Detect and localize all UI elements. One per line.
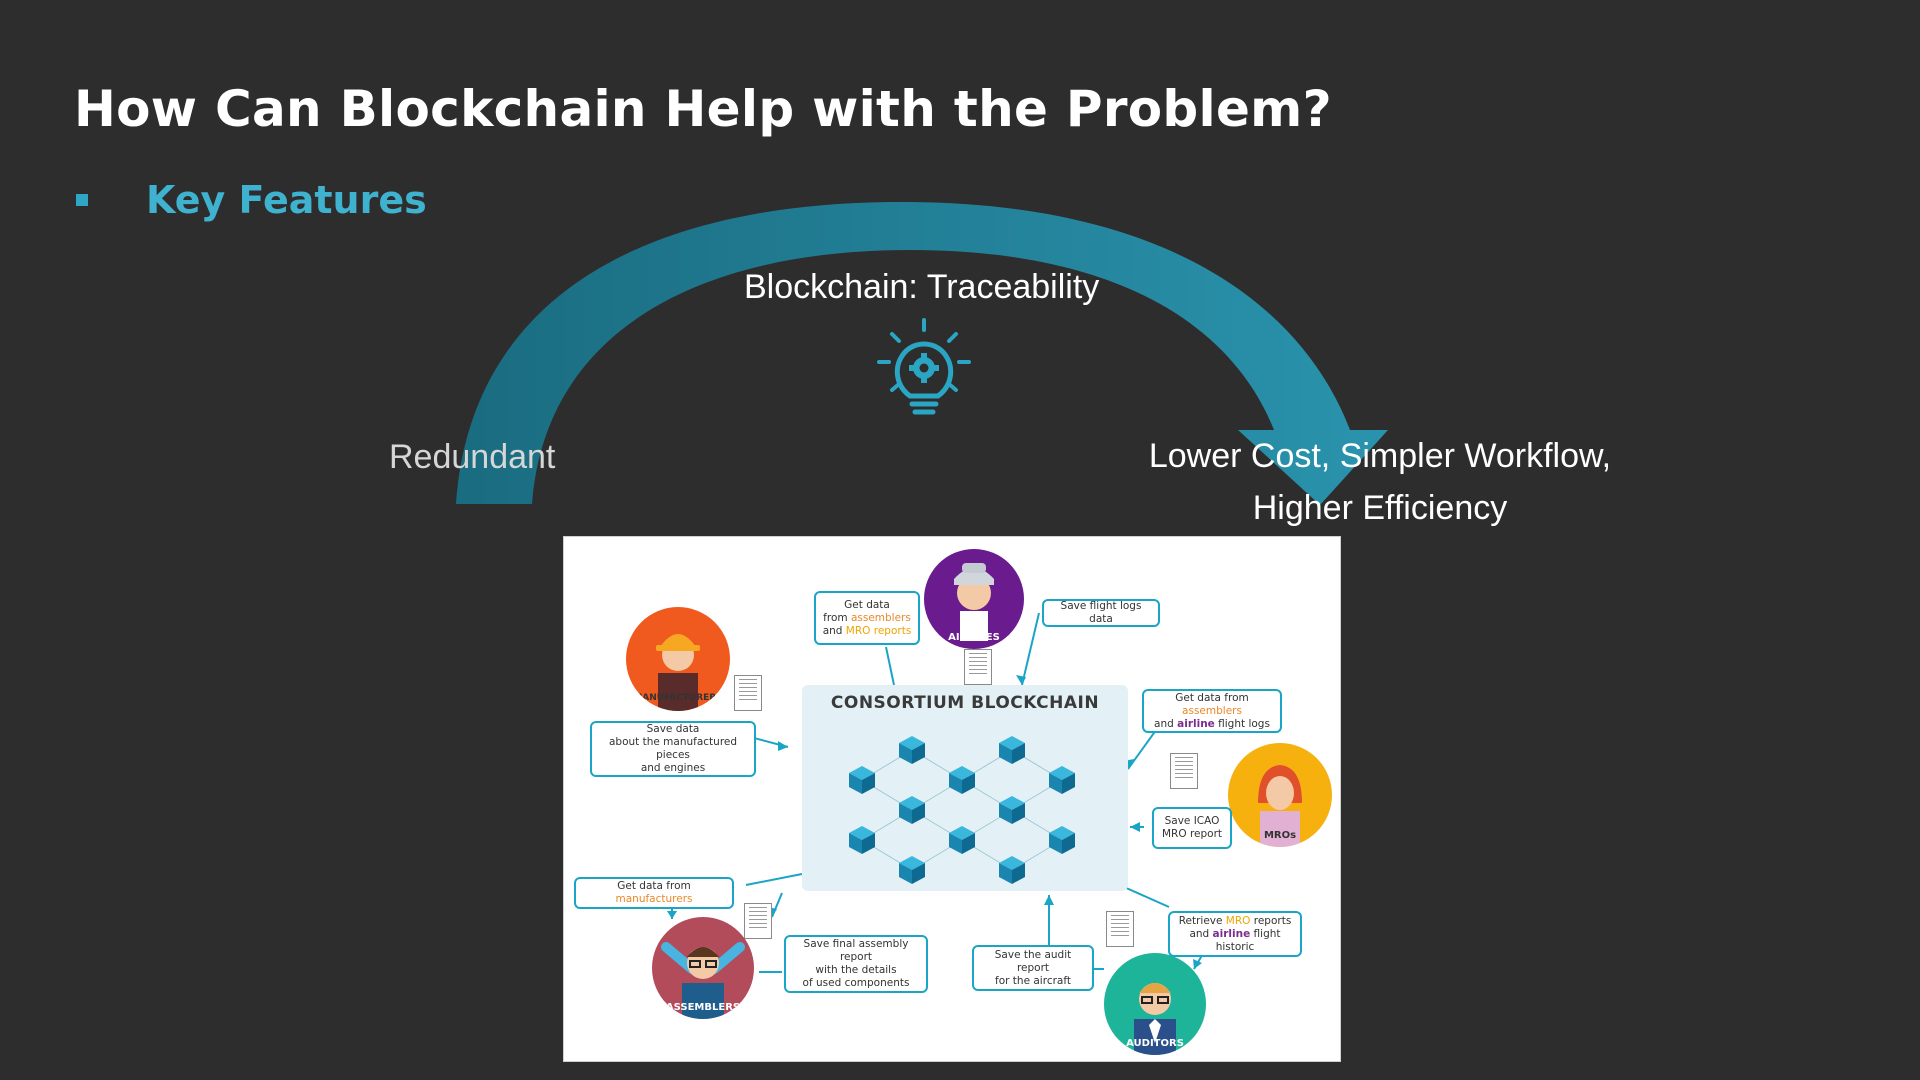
box-line: from assemblers	[823, 612, 911, 625]
box-line: Save the audit report	[994, 948, 1072, 974]
block-cube-icon	[899, 796, 925, 824]
box-line: of used components	[802, 977, 910, 989]
box-highlight: manufacturers	[615, 893, 693, 905]
box-highlight: airline	[1212, 927, 1251, 940]
document-icon	[1170, 753, 1198, 789]
auditors-save-box: Save the audit report for the aircraft	[972, 945, 1094, 991]
block-cube-icon	[849, 766, 875, 794]
mros-get-data-box: Get data from assemblers and airline fli…	[1142, 689, 1282, 733]
block-cube-icon	[849, 826, 875, 854]
box-line: Get data from manufacturers	[580, 880, 728, 906]
block-cube-icon	[1049, 766, 1075, 794]
box-highlight: assemblers	[850, 611, 911, 624]
assemblers-avatar: ASSEMBLERS	[652, 917, 754, 1019]
slide-title: How Can Blockchain Help with the Problem…	[74, 80, 1332, 138]
bullet-text: Key Features	[146, 178, 427, 222]
box-text: Get data from	[617, 880, 691, 892]
box-line: Save data	[646, 723, 700, 735]
box-line: Get data from assemblers	[1148, 692, 1276, 718]
manufacturers-avatar: MANUFACTURERS	[626, 607, 730, 711]
box-highlight: MRO reports	[845, 624, 912, 637]
box-highlight: assemblers	[1182, 704, 1242, 717]
box-line: about the manufactured pieces	[608, 736, 738, 761]
bullet-key-features: Key Features	[76, 178, 427, 222]
block-cube-icon	[1049, 826, 1075, 854]
box-line: MRO report	[1161, 828, 1223, 840]
manufacturers-label: MANUFACTURERS	[633, 693, 723, 703]
auditor-icon	[1134, 983, 1176, 1055]
block-cube-icon	[899, 736, 925, 764]
assemblers-get-data-box: Get data from manufacturers	[574, 877, 734, 909]
box-line: and airline flight logs	[1154, 718, 1270, 731]
box-line: Save flight logs data	[1060, 600, 1142, 625]
block-cube-icon	[899, 856, 925, 884]
auditors-label: AUDITORS	[1126, 1038, 1184, 1049]
airlines-get-data-box: Get data from assemblers and MRO reports	[814, 591, 920, 645]
consortium-title: CONSORTIUM BLOCKCHAIN	[830, 693, 1100, 713]
document-icon	[744, 903, 772, 939]
outcome-line-1: Lower Cost, Simpler Workflow,	[1148, 437, 1612, 475]
box-text: and	[1189, 927, 1213, 940]
mros-avatar: MROs	[1228, 743, 1332, 847]
block-cube-icon	[999, 856, 1025, 884]
document-icon	[1106, 911, 1134, 947]
box-text: flight logs	[1214, 717, 1270, 730]
auditors-avatar: AUDITORS	[1104, 953, 1206, 1055]
box-line: Save ICAO	[1164, 815, 1220, 827]
arc-label-redundant: Redundant	[389, 438, 556, 476]
assembler-icon	[661, 942, 745, 1019]
assemblers-save-box: Save final assembly report with the deta…	[784, 935, 928, 993]
box-highlight: airline	[1177, 717, 1215, 730]
auditors-get-data-box: Retrieve MRO reports and airline flight …	[1168, 911, 1302, 957]
consortium-blockchain: CONSORTIUM BLOCKCHAIN	[802, 685, 1128, 891]
box-line: Retrieve MRO reports	[1179, 915, 1292, 928]
mros-label: MROs	[1263, 830, 1297, 841]
block-cube-icon	[949, 826, 975, 854]
box-text: and	[1154, 717, 1178, 730]
blockchain-diagram-panel: CONSORTIUM BLOCKCHAIN AIRLINES Get	[563, 536, 1341, 1062]
worker-icon	[656, 634, 700, 711]
box-text: Get data from	[1175, 691, 1249, 704]
box-line: Save final assembly report	[803, 938, 909, 963]
airline-attendant-icon	[954, 563, 994, 641]
box-text: from	[823, 611, 851, 624]
box-text: and	[822, 624, 846, 637]
box-line: with the details	[815, 964, 897, 976]
box-line: and engines	[640, 762, 706, 774]
manufacturers-save-box: Save data about the manufactured pieces …	[590, 721, 756, 777]
box-text: Retrieve	[1178, 914, 1226, 927]
lightbulb-gear-icon	[877, 318, 971, 415]
arc-label-outcome: Lower Cost, Simpler Workflow, Higher Eff…	[1140, 430, 1620, 534]
document-icon	[964, 649, 992, 685]
box-line: and airline flight historic	[1174, 928, 1296, 954]
box-line: Get data	[844, 598, 890, 611]
assemblers-label: ASSEMBLERS	[665, 1002, 741, 1013]
airlines-label: AIRLINES	[948, 632, 1000, 643]
airlines-save-box: Save flight logs data	[1042, 599, 1160, 627]
document-icon	[734, 675, 762, 711]
outcome-line-2: Higher Efficiency	[1252, 489, 1508, 527]
arc-label-traceability: Blockchain: Traceability	[744, 268, 1100, 306]
mro-technician-icon	[1258, 765, 1302, 847]
box-highlight: MRO	[1225, 914, 1251, 927]
box-line: and MRO reports	[823, 625, 912, 638]
bullet-marker-icon	[76, 194, 88, 206]
box-text: reports	[1250, 914, 1292, 927]
box-line: for the aircraft	[995, 974, 1071, 987]
block-cube-icon	[999, 796, 1025, 824]
mros-save-box: Save ICAO MRO report	[1152, 807, 1232, 849]
airlines-avatar: AIRLINES	[924, 549, 1024, 649]
box-text: flight historic	[1215, 927, 1281, 953]
blockchain-network-icon	[849, 736, 1075, 884]
block-cube-icon	[949, 766, 975, 794]
block-cube-icon	[999, 736, 1025, 764]
